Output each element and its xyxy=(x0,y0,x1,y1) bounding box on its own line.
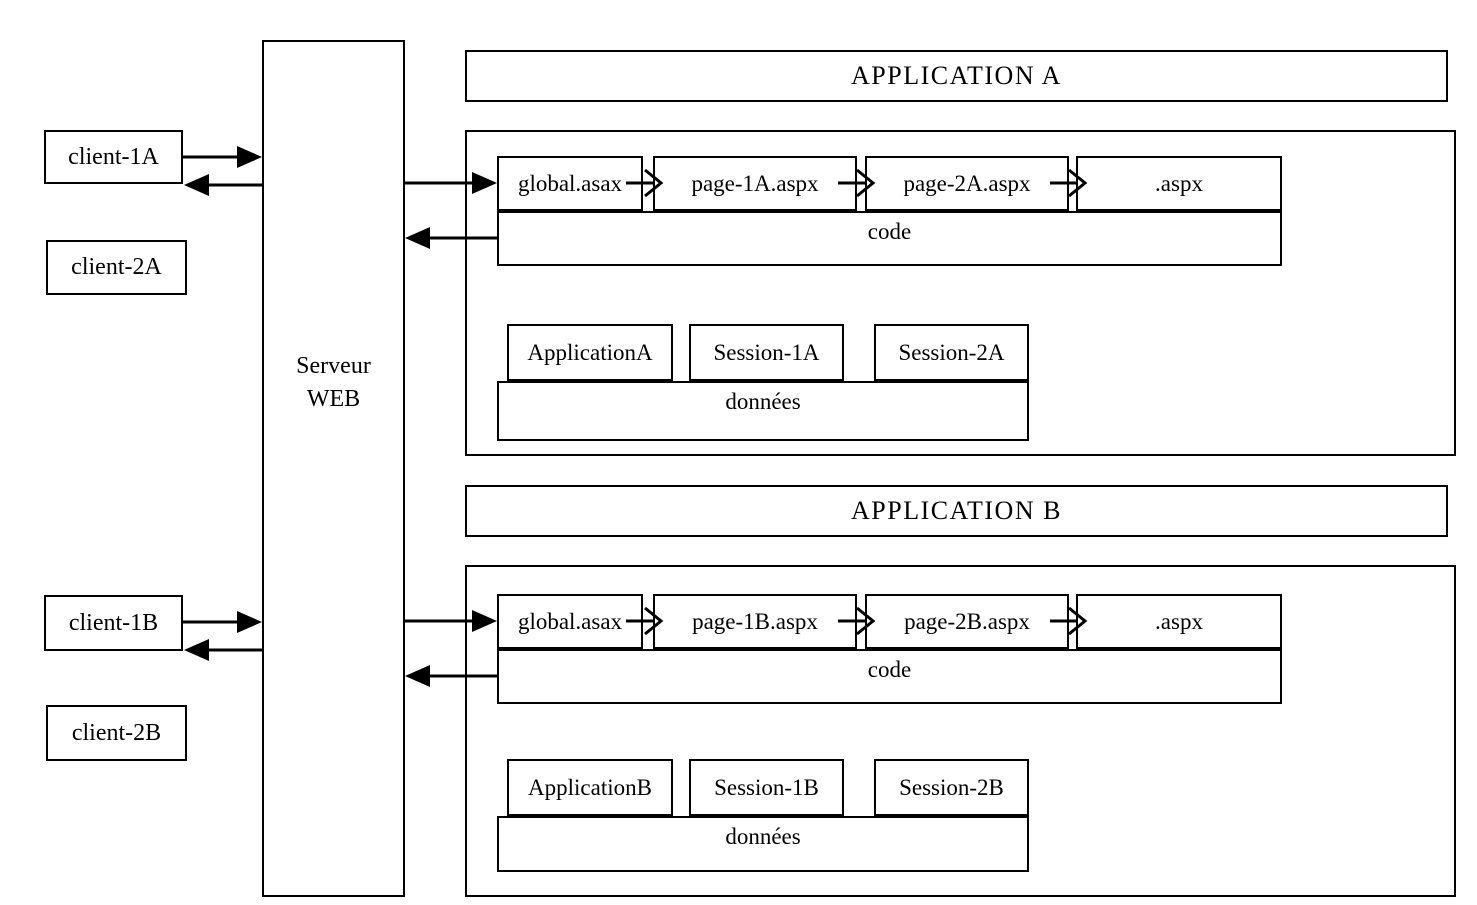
application-a-title-box: APPLICATION A xyxy=(465,50,1448,102)
app-b-global-asax-box: global.asax xyxy=(497,594,643,649)
app-b-page-2b-box: page-2B.aspx xyxy=(865,594,1069,649)
app-a-global-asax-box: global.asax xyxy=(497,156,643,211)
app-b-session-1b-box: Session-1B xyxy=(689,759,844,816)
web-server-label-line2: WEB xyxy=(306,386,361,412)
client-1a-box: client-1A xyxy=(44,130,183,184)
app-b-donnees-box: données xyxy=(497,816,1029,872)
web-server-label-line1: Serveur xyxy=(296,353,371,379)
app-a-session-2a-box: Session-2A xyxy=(874,324,1029,381)
client-2a-box: client-2A xyxy=(46,240,187,295)
application-b-title-box: APPLICATION B xyxy=(465,485,1448,537)
app-a-donnees-box: données xyxy=(497,381,1029,441)
app-a-page-2a-box: page-2A.aspx xyxy=(865,156,1069,211)
app-b-session-2b-box: Session-2B xyxy=(874,759,1029,816)
arrow-client-1b-to-server xyxy=(183,611,262,633)
app-a-application-box: ApplicationA xyxy=(507,324,673,381)
app-a-page-1a-box: page-1A.aspx xyxy=(653,156,857,211)
client-1b-box: client-1B xyxy=(44,595,183,651)
app-b-aspx-box: .aspx xyxy=(1076,594,1282,649)
client-2b-box: client-2B xyxy=(46,705,187,761)
web-server-box: Serveur WEB xyxy=(262,40,405,897)
app-a-session-1a-box: Session-1A xyxy=(689,324,844,381)
app-a-code-box: code xyxy=(497,211,1282,266)
app-b-code-box: code xyxy=(497,649,1282,704)
app-b-page-1b-box: page-1B.aspx xyxy=(653,594,857,649)
app-a-aspx-box: .aspx xyxy=(1076,156,1282,211)
arrow-server-to-client-1b xyxy=(184,639,262,661)
app-b-application-box: ApplicationB xyxy=(507,759,673,816)
arrow-client-1a-to-server xyxy=(183,146,262,168)
arrow-server-to-client-1a xyxy=(184,174,262,196)
